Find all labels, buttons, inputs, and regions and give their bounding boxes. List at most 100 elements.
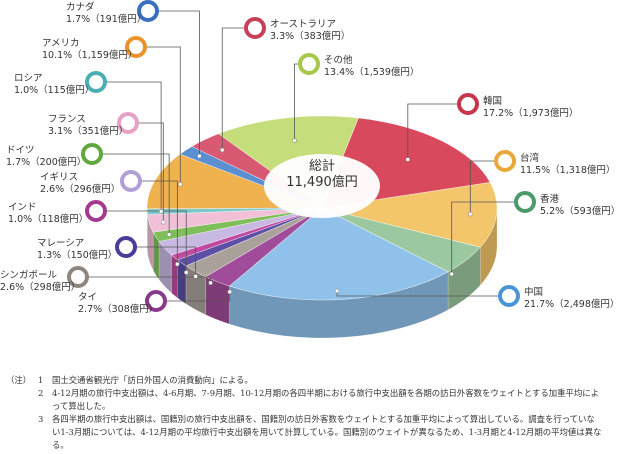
slice-name: その他: [324, 55, 353, 66]
note-text: 国土交通省観光庁「訪日外国人の消費動向」による。: [52, 375, 253, 385]
slice-value: 1.0%（115億円）: [14, 85, 95, 96]
slice-name: インド: [8, 202, 37, 213]
leader-line: [156, 291, 231, 302]
pie-chart: [67, 0, 536, 339]
note-text: 各四半期の旅行中支出額は、国籍別の旅行中支出額を、国籍別の訪日外客数をウェイトと…: [52, 414, 602, 450]
slice-name: 香港: [540, 194, 560, 205]
leader-line: [126, 246, 197, 277]
slice-name: シンガポール: [0, 270, 58, 281]
legend-marker: [494, 150, 516, 172]
slice-value: 13.4%（1,539億円）: [324, 67, 420, 78]
slice-side: [177, 259, 187, 305]
leader-line: [148, 10, 200, 157]
leader-line: [96, 210, 187, 273]
legend-marker: [498, 285, 520, 307]
leader-dot: [197, 153, 202, 159]
leader-dot: [405, 157, 411, 162]
leader-line: [131, 180, 178, 265]
slice-name: 韓国: [483, 96, 503, 107]
slice-name: ドイツ: [6, 145, 35, 156]
slice-value: 1.7%（191億円）: [66, 14, 147, 25]
leader-line: [92, 153, 170, 235]
slice-value: 5.2%（593億円）: [540, 206, 620, 217]
legend-marker: [514, 191, 536, 213]
slice-name: フランス: [48, 114, 86, 125]
slice-value: 17.2%（1,973億円）: [483, 108, 579, 119]
legend-marker: [85, 71, 107, 93]
center-disc: [264, 154, 380, 218]
legend-marker: [244, 17, 266, 39]
leader-line: [96, 81, 162, 212]
legend-marker: [85, 200, 107, 222]
legend-marker: [81, 143, 103, 165]
slice-value: 2.6%（298億円）: [0, 282, 81, 293]
slice-value: 11.5%（1,318億円）: [520, 165, 616, 176]
leader-dot: [166, 232, 172, 237]
slice-name: 台湾: [520, 153, 540, 164]
leader-line: [407, 103, 468, 160]
slice: [321, 182, 498, 248]
leader-line: [451, 201, 525, 274]
leader-dot: [227, 289, 232, 295]
slice-value: 2.7%（308億円）: [78, 304, 159, 315]
slice-name: アメリカ: [42, 38, 80, 49]
legend-marker: [67, 266, 89, 288]
slice-name: イギリス: [40, 172, 79, 183]
pie-graphic: [67, 0, 536, 339]
leader-line: [128, 122, 164, 223]
legend-marker: [117, 112, 139, 134]
leader-dot: [292, 138, 297, 143]
slice-value: 21.7%（2,498億円）: [524, 299, 620, 310]
note-number: 2: [38, 388, 44, 398]
note-number: 3: [38, 414, 44, 424]
slice-value: 3.1%（351億円）: [48, 126, 129, 137]
note-1: （注） 1 国土交通省観光庁「訪日外国人の消費動向」による。: [6, 374, 602, 387]
note-2: 2 4-12月期の旅行中支出額は、4-6月期、7-9月期、10-12月期の各四半…: [6, 387, 602, 413]
legend-marker: [457, 93, 479, 115]
leader-dot: [208, 280, 213, 286]
slice-value: 2.6%（296億円）: [40, 184, 121, 195]
total-label: 総計 11,490億円: [272, 159, 372, 191]
footnotes: （注） 1 国土交通省観光庁「訪日外国人の消費動向」による。 2 4-12月期の…: [6, 374, 602, 452]
slice-name: タイ: [78, 292, 98, 303]
slice-name: カナダ: [66, 2, 95, 13]
leader-dot: [161, 219, 166, 225]
slice-name: マレーシア: [37, 238, 85, 249]
slice-value: 1.7%（200億円）: [6, 157, 87, 168]
total-value: 11,490億円: [286, 175, 358, 190]
leader-dot: [178, 182, 183, 187]
leader-dot: [183, 270, 189, 275]
slice-name: オーストラリア: [270, 19, 337, 30]
slice-side: [171, 254, 178, 299]
note-number: 1: [38, 375, 44, 385]
legend-marker: [145, 290, 167, 312]
note-text: 4-12月期の旅行中支出額は、4-6月期、7-9月期、10-12月期の各四半期に…: [52, 388, 600, 411]
slice: [228, 207, 449, 301]
note-3: 3 各四半期の旅行中支出額は、国籍別の旅行中支出額を、国籍別の訪日外客数をウェイ…: [6, 413, 602, 452]
leader-dot: [193, 274, 198, 279]
note-head: （注）: [6, 375, 32, 385]
leader-dot: [334, 288, 340, 294]
slice-name: 中国: [524, 287, 544, 298]
leader-dot: [219, 147, 225, 153]
slice-value: 3.3%（383億円）: [270, 31, 351, 42]
leader-dot: [175, 261, 180, 267]
slice-value: 1.0%（118億円）: [8, 214, 89, 225]
legend-marker: [125, 36, 147, 58]
slice-value: 10.1%（1,159億円）: [42, 50, 138, 61]
